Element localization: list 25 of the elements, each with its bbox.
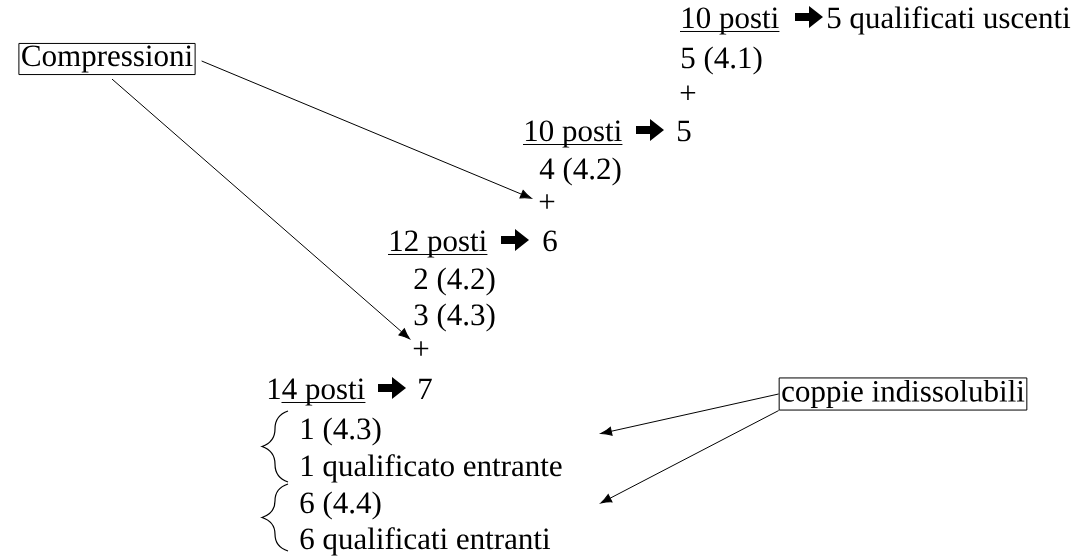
underlined-text: 10 posti <box>679 7 780 35</box>
text: 7 <box>419 378 432 399</box>
text: 2 (4.2) <box>414 267 495 296</box>
text: 4 (4.2) <box>539 157 621 186</box>
underlined-text: 14 posti <box>268 378 366 406</box>
arrow <box>201 60 532 199</box>
underlined-text: 10 posti <box>522 120 623 148</box>
plus-sign: + <box>413 341 429 356</box>
text: + <box>680 85 696 100</box>
plus-sign: + <box>539 194 555 209</box>
text: 1 qualificato entrante <box>301 454 562 483</box>
text: 3 (4.3) <box>414 303 495 332</box>
text-box: coppie indissolubili <box>778 377 1028 411</box>
text: 5 (4.1) <box>682 46 762 75</box>
arrow <box>600 410 780 504</box>
text: 5 qualificati uscenti <box>828 6 1071 35</box>
text: 5 <box>678 120 691 142</box>
underlined-text: 12 posti <box>387 230 488 258</box>
text-box: Compressioni <box>18 42 196 76</box>
text: 1 (4.3) <box>301 417 381 446</box>
text: 6 qualificati entranti <box>300 527 550 556</box>
text: 6 (4.4) <box>300 491 381 520</box>
arrow <box>600 393 780 436</box>
arrow <box>111 78 411 340</box>
text: 6 <box>543 230 557 252</box>
